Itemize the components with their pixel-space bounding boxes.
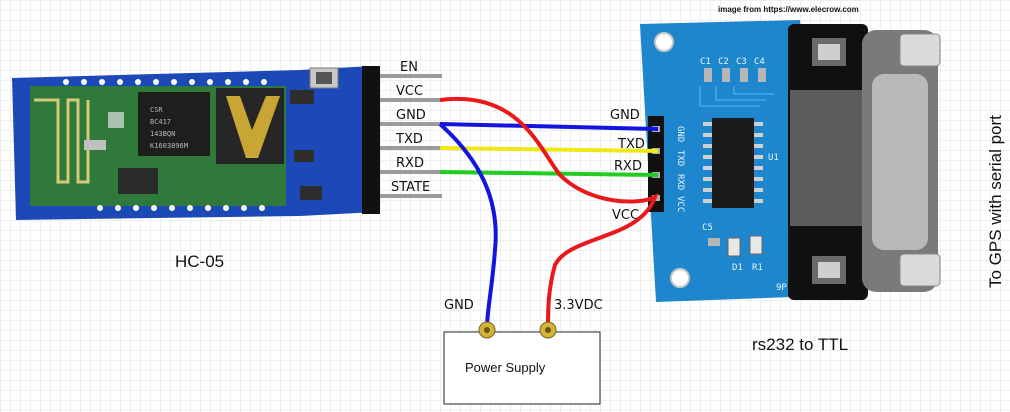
db9-screw-bottom-head bbox=[818, 262, 840, 278]
wire-gnd-link bbox=[439, 122, 659, 131]
hc05-pin-gnd: GND bbox=[396, 108, 426, 123]
logo-mark bbox=[226, 96, 280, 158]
hc05-header-pins bbox=[380, 74, 442, 198]
rs232-pin-vcc: VCC bbox=[612, 208, 639, 223]
hc05-caption: HC-05 bbox=[175, 252, 224, 271]
chip-legs bbox=[703, 122, 763, 203]
hc05-bottom-pads bbox=[97, 205, 265, 211]
hc05-pin-en: EN bbox=[400, 60, 418, 75]
wire-rxd bbox=[439, 170, 659, 177]
wire-vcc-supply bbox=[439, 96, 659, 329]
silk-gnd: GND bbox=[675, 126, 685, 142]
rs232-header bbox=[648, 116, 664, 212]
db9-nut-bottom bbox=[899, 253, 941, 287]
db9-screw-top-head bbox=[818, 44, 840, 60]
silk-txd: TXD bbox=[675, 150, 685, 166]
silk-c4: C4 bbox=[754, 57, 765, 67]
ps-vdc-label: 3.3VDC bbox=[554, 298, 603, 313]
silk-vcc: VCC bbox=[675, 196, 685, 212]
hc05-pin-vcc: VCC bbox=[396, 84, 423, 99]
component-square bbox=[108, 112, 124, 128]
power-supply-label: Power Supply bbox=[465, 360, 546, 375]
rs232-pin-rxd: RXD bbox=[614, 159, 642, 174]
silk-rxd: RXD bbox=[675, 174, 685, 190]
csr-chip bbox=[138, 92, 210, 156]
db9-shell bbox=[790, 90, 870, 226]
source-note: image from https://www.elecrow.com bbox=[718, 5, 859, 14]
chip-text-3: K1603896M bbox=[150, 142, 188, 150]
pcb-traces bbox=[699, 86, 774, 107]
silk-d1: D1 bbox=[732, 263, 743, 273]
hc05-pin-txd: TXD bbox=[395, 132, 423, 147]
chip-text-1: BC417 bbox=[150, 118, 171, 126]
rs232-caption: rs232 to TTL bbox=[752, 335, 848, 354]
wire-txd bbox=[439, 146, 659, 153]
resistor-r1 bbox=[749, 235, 763, 255]
hc05-top-pads bbox=[63, 79, 267, 85]
ps-terminal-vdc-center bbox=[545, 327, 551, 333]
mount-hole-bottom bbox=[670, 268, 690, 288]
gps-side-label: To GPS with serial port bbox=[986, 115, 1005, 288]
silk-r1: R1 bbox=[752, 263, 763, 273]
ps-terminal-gnd-center bbox=[484, 327, 490, 333]
db9-face bbox=[872, 74, 928, 250]
antenna-trace bbox=[34, 98, 90, 184]
silk-u1: U1 bbox=[768, 153, 779, 163]
component-resistor bbox=[84, 140, 106, 150]
rs232-pin-gnd: GND bbox=[610, 108, 640, 123]
hc05-pin-rxd: RXD bbox=[396, 156, 424, 171]
breakout-component-2 bbox=[294, 150, 314, 162]
max232-chip bbox=[712, 118, 754, 208]
ps-gnd-label: GND bbox=[444, 298, 474, 313]
silk-c5: C5 bbox=[702, 223, 713, 233]
rs232-pin-txd: TXD bbox=[617, 137, 645, 152]
hc05-module: CSR BC417 143BQN K1603896M bbox=[12, 60, 442, 220]
hc05-pin-state: STATE bbox=[391, 180, 430, 195]
push-button-cap bbox=[316, 72, 332, 84]
power-supply: Power Supply bbox=[443, 321, 601, 405]
capacitors bbox=[704, 68, 766, 246]
small-chip bbox=[118, 168, 158, 194]
power-supply-box bbox=[443, 331, 601, 405]
wire-gnd-supply bbox=[438, 122, 498, 329]
db9-connector bbox=[788, 24, 941, 300]
breakout-component-3 bbox=[300, 186, 322, 200]
chip-text-2: 143BQN bbox=[150, 130, 175, 138]
breakout-component-1 bbox=[290, 90, 314, 104]
rs232-module: C1 C2 C3 C4 C5 U1 D1 R1 9P GND TXD RXD bbox=[640, 20, 820, 302]
led-d1 bbox=[727, 237, 741, 257]
silk-c3: C3 bbox=[736, 57, 747, 67]
db9-nut-top bbox=[899, 33, 941, 67]
silk-c1: C1 bbox=[700, 57, 711, 67]
mount-hole-top bbox=[654, 32, 674, 52]
chip-text-0: CSR bbox=[150, 106, 163, 114]
hc05-header-housing bbox=[362, 66, 380, 214]
silk-9p: 9P bbox=[776, 283, 787, 293]
silk-c2: C2 bbox=[718, 57, 729, 67]
